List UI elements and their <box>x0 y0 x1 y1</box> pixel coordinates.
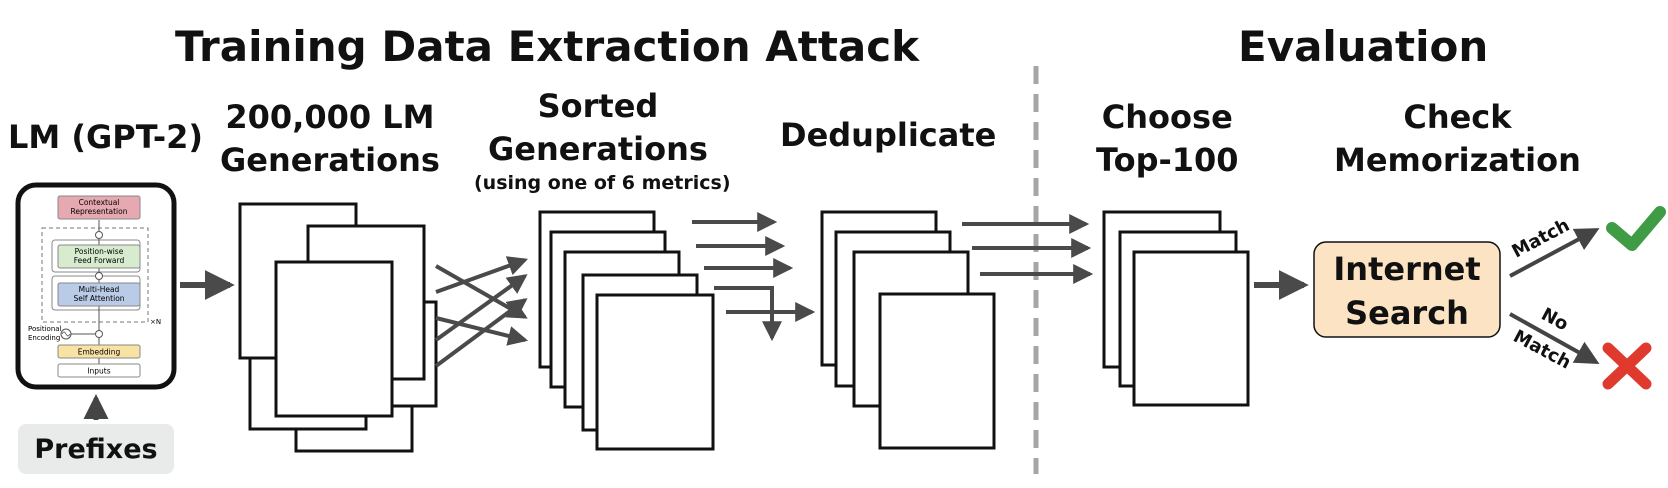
sorted-note: (using one of 6 metrics) <box>474 172 731 194</box>
generations-doc-stack <box>238 202 438 453</box>
svg-text:Embedding: Embedding <box>78 348 121 357</box>
svg-text:Inputs: Inputs <box>87 367 110 376</box>
generations-label: 200,000 LM Generations <box>220 98 440 179</box>
attack-section-title: Training Data Extraction Attack <box>175 22 920 71</box>
match-label: Match <box>1508 215 1573 263</box>
svg-text:Self Attention: Self Attention <box>73 294 124 303</box>
no-match-arrow <box>1509 312 1600 364</box>
lm-label: LM (GPT-2) <box>8 118 204 156</box>
x-icon <box>1602 342 1652 390</box>
deduplicate-label: Deduplicate <box>780 116 997 154</box>
transformer-ffn-block: Position-wise Feed Forward <box>57 244 141 269</box>
svg-text:Representation: Representation <box>71 207 128 216</box>
positional-label: Positional <box>28 325 62 333</box>
evaluation-section-title: Evaluation <box>1238 22 1489 71</box>
internet-search-box: Internet Search <box>1313 241 1501 338</box>
svg-text:Feed Forward: Feed Forward <box>74 256 125 265</box>
transformer-embedding-block: Embedding <box>57 344 141 359</box>
svg-text:Internet: Internet <box>1333 250 1480 288</box>
shuffle-arrows <box>434 256 529 368</box>
lm-model-box: Contextual Representation Position-wise … <box>15 182 177 390</box>
svg-text:Contextual: Contextual <box>79 198 120 207</box>
transformer-attention-block: Multi-Head Self Attention <box>57 282 141 307</box>
svg-text:Search: Search <box>1345 294 1469 332</box>
svg-text:Encoding: Encoding <box>28 334 60 342</box>
transformer-contextual-block: Contextual Representation <box>57 195 141 220</box>
choose-label: Choose Top-100 <box>1096 98 1239 179</box>
match-arrow <box>1509 228 1600 278</box>
svg-text:Multi-Head: Multi-Head <box>79 285 120 294</box>
prefixes-box: Prefixes <box>18 424 174 474</box>
top100-doc-stack <box>1102 210 1250 407</box>
top100-arrows <box>962 214 1094 284</box>
dedup-arrows <box>692 212 816 342</box>
prefixes-label: Prefixes <box>34 434 157 465</box>
transformer-inputs-block: Inputs <box>57 363 141 378</box>
deduplicated-doc-stack <box>820 210 996 450</box>
svg-text:Position-wise: Position-wise <box>75 247 124 256</box>
check-icon <box>1606 206 1666 251</box>
check-label: Check Memorization <box>1334 98 1581 179</box>
repeat-label: ×N <box>150 318 161 326</box>
sorted-doc-stack <box>538 210 715 451</box>
sorted-label: Sorted Generations <box>488 87 708 168</box>
